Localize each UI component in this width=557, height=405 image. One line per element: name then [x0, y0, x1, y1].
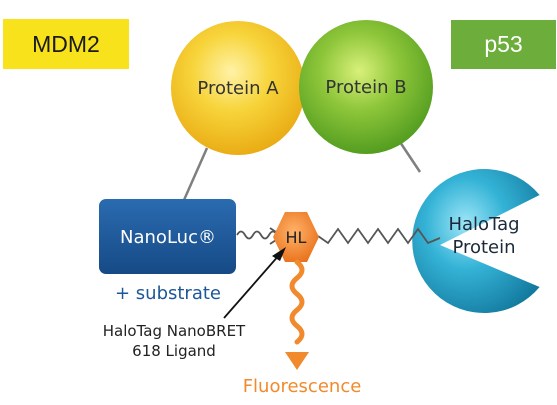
halotag-label-line2: Protein — [452, 237, 515, 258]
mdm2-tag: MDM2 — [3, 19, 129, 69]
protein-a-label: Protein A — [197, 78, 279, 99]
nanoluc-label: NanoLuc® — [120, 227, 216, 248]
wavy-linker — [236, 230, 278, 240]
zigzag-chain — [317, 227, 441, 245]
protein-b-circle — [299, 20, 433, 154]
connector-a-nanoluc — [182, 147, 209, 201]
ligand-label-line1: HaloTag NanoBRET — [103, 322, 246, 340]
fluorescence-wave — [289, 259, 305, 345]
fluorescence-arrowhead — [285, 352, 309, 370]
p53-tag: p53 — [451, 20, 556, 69]
ligand-label-line2: 618 Ligand — [132, 342, 216, 360]
protein-a-circle — [171, 21, 305, 155]
ligand-pointer — [223, 253, 281, 319]
connector-b-halotag — [396, 138, 422, 173]
halotag-shape — [412, 169, 540, 313]
fluorescence-label: Fluorescence — [243, 376, 362, 397]
ligand-pointer-head — [272, 247, 286, 261]
hl-label: HL — [286, 228, 307, 247]
halotag-label-line1: HaloTag — [448, 214, 519, 235]
substrate-label: + substrate — [115, 283, 221, 304]
nanoluc-box — [99, 199, 236, 274]
protein-b-label: Protein B — [325, 77, 406, 98]
